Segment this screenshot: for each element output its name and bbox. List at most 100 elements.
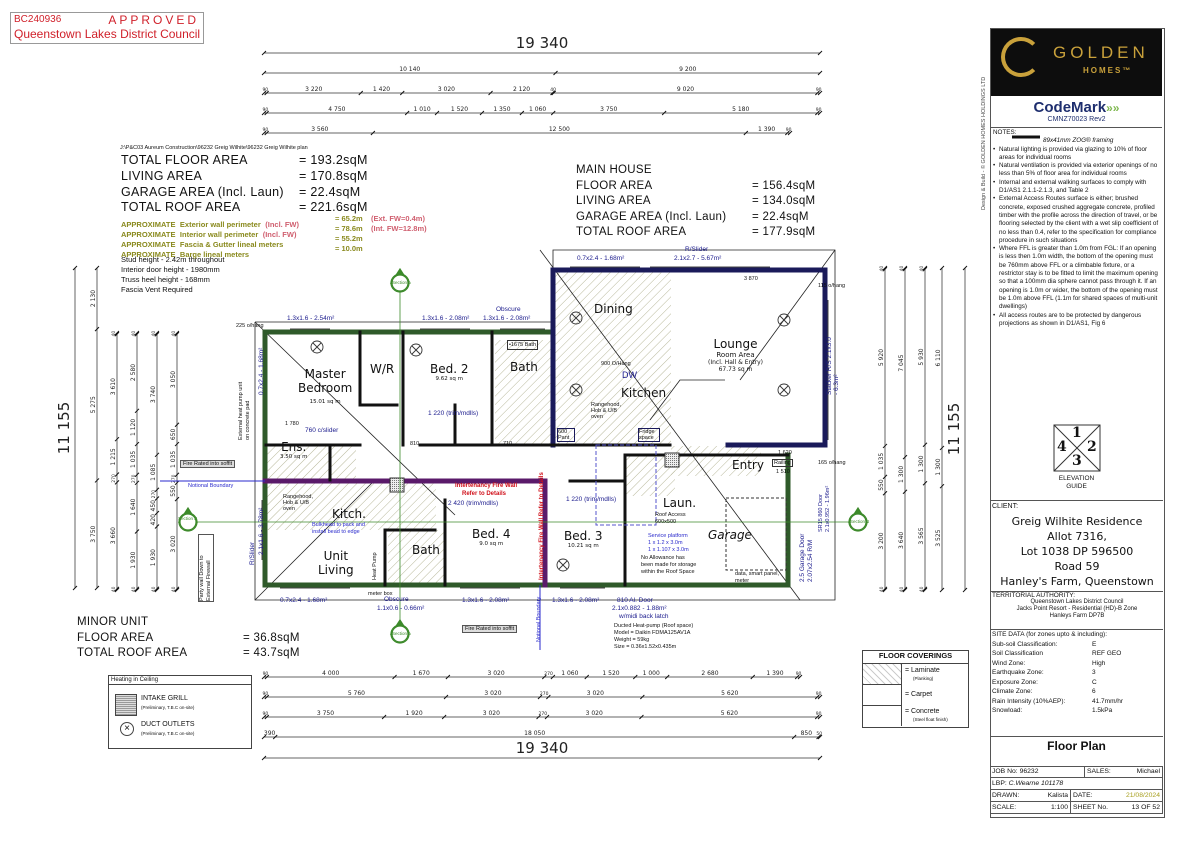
note-item: All access routes are to be protected by…	[993, 312, 1159, 329]
dimension-tick	[264, 674, 270, 680]
dimension-tick	[174, 586, 180, 592]
dimension-tick	[902, 587, 908, 593]
dimension-tick	[882, 266, 888, 272]
dimension-tick	[114, 586, 120, 592]
dimension-tick	[114, 472, 120, 477]
dimension-tick	[817, 755, 823, 761]
heat-pump-label: Heat Pump	[372, 552, 378, 580]
site-value: 1.5kPa	[1092, 707, 1113, 714]
heat-pump-note: Ducted Heat-pump (Roof space)	[614, 623, 694, 629]
client-line: Allot 7316,	[1047, 530, 1107, 543]
job-number: 96232	[1019, 768, 1039, 775]
area-label: FLOOR AREA	[77, 631, 154, 644]
dimension-tick	[817, 70, 823, 76]
dimension-tick	[922, 265, 928, 271]
room-name: Living	[318, 563, 354, 577]
note-item: External Access Routes surface is either…	[993, 195, 1159, 245]
dimension-tick	[261, 674, 267, 680]
dimension-tick	[922, 480, 928, 486]
dimension-tick	[544, 714, 550, 720]
window-label: 1.1x0.6 - 0.66m²	[377, 605, 425, 612]
dimension-label: 40	[899, 586, 905, 592]
dimension-label: 1 510	[776, 469, 790, 475]
dimension-label: 1 035	[170, 451, 177, 468]
section-b-label: Section B	[178, 516, 198, 521]
dimension-label: 10 140	[399, 66, 420, 73]
dimension-label: 1 390	[766, 670, 783, 677]
dimension-tick	[114, 330, 120, 336]
dimension-label: 1 060	[561, 670, 578, 677]
service-platform-size: 1 x 1.107 x 3.0m	[648, 547, 689, 553]
spec-line: Interior door height - 1980mm	[121, 265, 220, 274]
date-value: 21/08/2024	[1125, 792, 1160, 799]
dimension-label: 420	[150, 514, 157, 526]
dimension-label: 6 110	[935, 349, 942, 366]
dimension-tick	[814, 714, 820, 720]
minor-unit-area-summary: MINOR UNIT FLOOR AREA= 36.8sqM TOTAL ROO…	[77, 615, 299, 662]
sr-door-label: SR15 860 Door 2.1x0.952 - 1.96m²	[818, 485, 831, 532]
dimension-label: 3 200	[878, 532, 885, 549]
dimension-label: 19 340	[516, 739, 569, 757]
room-name: Master	[304, 367, 346, 381]
dimension-label: 3 020	[170, 535, 177, 552]
dimension-label: 2 130	[90, 290, 97, 307]
dimension-label: 90	[263, 691, 269, 697]
area-value: = 156.4sqM	[752, 179, 816, 192]
dimension-tick	[261, 50, 267, 56]
site-key: Wind Zone:	[992, 659, 1026, 667]
dimension-tick	[664, 674, 670, 680]
overhang-label: 225 o/hang	[236, 323, 264, 329]
dimension-label: 1 215	[110, 448, 117, 465]
job-label: JOB No:	[992, 768, 1018, 775]
window-label: 0.7x2.4 - 1.68m²	[577, 255, 625, 262]
window-label: 1.3x1.6 - 2.08m²	[483, 315, 531, 322]
sales-label: SALES:	[1087, 768, 1111, 775]
dimension-tick	[902, 266, 908, 272]
concrete-label: = Concrete	[905, 708, 940, 715]
notes-section: NOTES: 89x41mm ZOG® framing Natural ligh…	[993, 129, 1159, 328]
dimension-label: 19 340	[516, 34, 569, 52]
dimension-label: 850	[801, 730, 813, 737]
approx-note: (Incl. FW)	[265, 220, 299, 229]
dimension-tick	[399, 90, 405, 96]
dimension-tick	[134, 586, 140, 592]
approx-desc: Fascia & Gutter lineal meters	[179, 240, 284, 249]
dimension-tick	[154, 586, 160, 592]
dimension-label: 3 740	[150, 386, 157, 403]
walls	[262, 267, 828, 588]
scale-cell: SCALE:1:100	[990, 802, 1071, 814]
dimension-label: 650	[170, 428, 177, 440]
dimension-tick	[939, 265, 945, 271]
dimension-label: 1 930	[130, 551, 137, 568]
area-value: = 43.7sqM	[243, 647, 300, 659]
section-a-label: Section A	[392, 631, 412, 636]
file-path: J:\P&C03 Aureum Construction\96232 Greig…	[120, 145, 308, 151]
dimension-tick	[814, 694, 820, 700]
dimension-label: 40	[111, 586, 117, 592]
dimension-tick	[541, 674, 547, 680]
dimension-tick	[72, 585, 78, 591]
dimension-tick	[134, 330, 140, 336]
dimension-tick	[261, 110, 267, 116]
roof-access-label: Roof Access	[655, 512, 686, 518]
sheet-value: 13 OF 52	[1131, 804, 1160, 811]
dimension-tick	[817, 694, 823, 700]
dimension-label: 5 620	[721, 710, 738, 717]
elevation-2: 2	[1087, 439, 1097, 455]
area-value: = 177.9sqM	[752, 226, 816, 238]
room-name: Bed. 2	[430, 362, 469, 376]
storage-note: No Allowance has	[641, 555, 685, 561]
brand-name-sub: HOMES™	[1083, 66, 1133, 75]
dimension-label: 1 520	[451, 106, 468, 113]
service-platform-outline	[595, 444, 657, 526]
dimension-tick	[902, 454, 908, 460]
dimension-label: 3 660	[110, 527, 117, 544]
lbp-cell: LBP: C.Wearne 101178	[990, 778, 1163, 790]
sheet-title: Floor Plan	[1047, 739, 1106, 753]
trim-dimension: 1 220 (trim/mdlls)	[566, 496, 617, 503]
dimension-label: 270	[544, 671, 553, 677]
consent-number: BC240936	[14, 14, 62, 25]
dimension-tick	[443, 694, 449, 700]
dimension-tick	[272, 734, 278, 740]
